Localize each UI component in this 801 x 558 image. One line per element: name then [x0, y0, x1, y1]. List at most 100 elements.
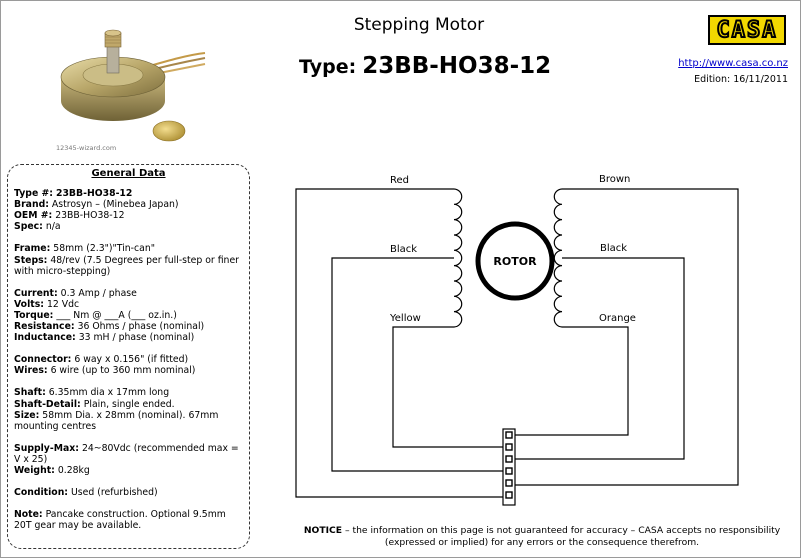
- data-row: Resistance: 36 Ohms / phase (nominal): [14, 321, 243, 332]
- black-right-wire: [511, 257, 685, 460]
- data-row: Type #: 23BB-HO38-12: [14, 188, 243, 199]
- data-group: Supply-Max: 24~80Vdc (recommended max = …: [14, 443, 243, 476]
- type-label: Type:: [299, 56, 357, 78]
- left-coil: [453, 188, 463, 328]
- data-value: n/a: [45, 221, 61, 233]
- photo-watermark: 12345-wizard.com: [56, 144, 117, 152]
- data-row: Frame: 58mm (2.3")"Tin-can": [14, 243, 243, 254]
- brown-wire: [511, 188, 739, 486]
- connector-pin: [505, 467, 513, 475]
- data-value: 6.35mm dia x 17mm long: [48, 387, 170, 399]
- rotor-label: ROTOR: [493, 255, 537, 268]
- data-label: Weight:: [14, 464, 55, 476]
- connector-pin: [505, 479, 513, 487]
- data-label: Condition:: [14, 487, 69, 499]
- wire-label-red: Red: [390, 175, 409, 186]
- data-label: Volts:: [14, 298, 44, 310]
- data-row: Wires: 6 wire (up to 360 mm nominal): [14, 365, 243, 376]
- connector-pin: [505, 455, 513, 463]
- data-value: 33 mH / phase (nominal): [78, 332, 195, 344]
- data-value: ___ Nm @ ___A (___ oz.in.): [56, 309, 177, 321]
- data-label: Resistance:: [14, 321, 75, 333]
- data-value: 12 Vdc: [46, 298, 80, 310]
- data-row: Torque: ___ Nm @ ___A (___ oz.in.): [14, 310, 243, 321]
- data-row: Supply-Max: 24~80Vdc (recommended max = …: [14, 443, 243, 465]
- data-label: Supply-Max:: [14, 442, 79, 454]
- data-label: Type #:: [14, 188, 54, 200]
- data-label: Frame:: [14, 243, 51, 255]
- data-group: Note: Pancake construction. Optional 9.5…: [14, 509, 243, 531]
- edition-date: Edition: 16/11/2011: [694, 74, 788, 85]
- data-value: 24~80Vdc (recommended max = V x 25): [14, 442, 239, 465]
- data-row: Size: 58mm Dia. x 28mm (nominal). 67mm m…: [14, 410, 243, 432]
- data-row: Brand: Astrosyn – (Minebea Japan): [14, 199, 243, 210]
- data-row: Current: 0.3 Amp / phase: [14, 288, 243, 299]
- page-title: Stepping Motor: [353, 15, 485, 35]
- data-row: Inductance: 33 mH / phase (nominal): [14, 332, 243, 343]
- data-row: Connector: 6 way x 0.156" (if fitted): [14, 354, 243, 365]
- data-group: Connector: 6 way x 0.156" (if fitted)Wir…: [14, 354, 243, 376]
- casa-logo: CASA: [708, 15, 786, 45]
- type-heading: Type:23BB-HO38-12: [299, 53, 551, 79]
- data-value: 6 way x 0.156" (if fitted): [74, 354, 189, 366]
- data-row: Note: Pancake construction. Optional 9.5…: [14, 509, 243, 531]
- data-row: Condition: Used (refurbished): [14, 487, 243, 498]
- wire-label-orange: Orange: [599, 313, 636, 324]
- data-value: Used (refurbished): [71, 487, 158, 499]
- data-value: 6 wire (up to 360 mm nominal): [50, 365, 196, 377]
- data-label: Size:: [14, 409, 40, 421]
- yellow-wire: [392, 326, 505, 448]
- data-row: OEM #: 23BB-HO38-12: [14, 210, 243, 221]
- data-label: Current:: [14, 287, 58, 299]
- data-row: Steps: 48/rev (7.5 Degrees per full-step…: [14, 255, 243, 277]
- data-value: 36 Ohms / phase (nominal): [77, 321, 205, 333]
- data-value: 58mm (2.3")"Tin-can": [53, 243, 155, 255]
- notice-text: NOTICE – the information on this page is…: [297, 525, 787, 549]
- data-label: Torque:: [14, 309, 54, 321]
- data-label: Spec:: [14, 221, 43, 233]
- data-value: 0.3 Amp / phase: [60, 287, 137, 299]
- wire-label-black-left: Black: [390, 244, 417, 255]
- data-label: Wires:: [14, 365, 48, 377]
- data-value: 0.28kg: [57, 464, 90, 476]
- data-label: Inductance:: [14, 332, 76, 344]
- data-value: 23BB-HO38-12: [55, 188, 133, 200]
- data-value: 58mm Dia. x 28mm (nominal). 67mm mountin…: [14, 409, 219, 432]
- connector-pin: [505, 443, 513, 451]
- website-link[interactable]: http://www.casa.co.nz: [678, 58, 788, 69]
- data-value: 23BB-HO38-12: [55, 210, 125, 222]
- data-group: Condition: Used (refurbished): [14, 487, 243, 498]
- data-value: Plain, single ended.: [83, 398, 175, 410]
- orange-wire: [511, 326, 629, 436]
- data-label: Shaft-Detail:: [14, 398, 81, 410]
- red-wire: [295, 188, 505, 498]
- connector-pin: [505, 491, 513, 499]
- data-row: Shaft-Detail: Plain, single ended.: [14, 399, 243, 410]
- right-coil: [553, 188, 563, 328]
- data-row: Spec: n/a: [14, 221, 243, 232]
- data-label: Connector:: [14, 354, 72, 366]
- connector-pin: [505, 431, 513, 439]
- notice-body: – the information on this page is not gu…: [342, 525, 781, 548]
- data-value: Pancake construction. Optional 9.5mm 20T…: [14, 509, 226, 532]
- data-row: Volts: 12 Vdc: [14, 299, 243, 310]
- wire-label-black-right: Black: [600, 243, 627, 254]
- data-label: Brand:: [14, 199, 49, 211]
- general-data-heading: General Data: [91, 168, 166, 179]
- black-left-wire: [331, 257, 505, 472]
- type-value: 23BB-HO38-12: [362, 53, 552, 79]
- data-label: Steps:: [14, 254, 48, 266]
- motor-photo: [60, 29, 206, 142]
- data-row: Shaft: 6.35mm dia x 17mm long: [14, 387, 243, 398]
- data-group: Frame: 58mm (2.3")"Tin-can"Steps: 48/rev…: [14, 243, 243, 276]
- wire-label-yellow: Yellow: [389, 313, 421, 324]
- data-value: Astrosyn – (Minebea Japan): [51, 199, 179, 211]
- data-label: Note:: [14, 509, 43, 521]
- data-value: 48/rev (7.5 Degrees per full-step or fin…: [14, 254, 239, 277]
